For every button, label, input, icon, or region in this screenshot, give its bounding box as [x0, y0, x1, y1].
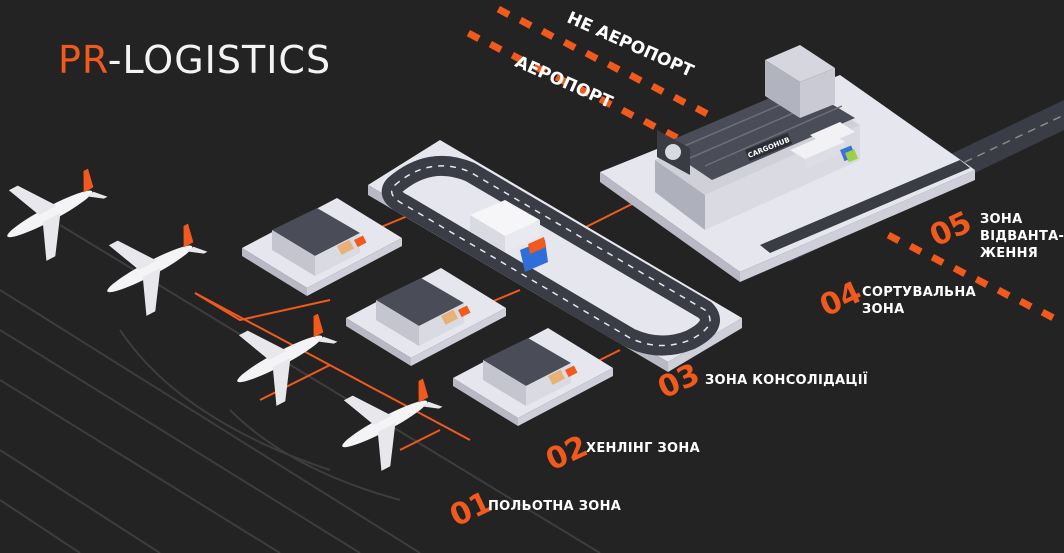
boundary-dash — [650, 83, 665, 95]
warehouse-icon — [242, 198, 402, 296]
boundary-dash — [672, 94, 687, 106]
boundary-dash — [532, 63, 547, 75]
boundary-dash — [576, 84, 591, 97]
warehouse-icon — [453, 328, 613, 426]
zone-05-label-line: ВІДВАНТА- — [980, 229, 1064, 244]
boundary-dash — [642, 118, 657, 130]
zone-03-label: ЗОНА КОНСОЛІДАЦІЇ — [705, 373, 869, 388]
boundary-dash — [974, 275, 989, 288]
zone-02-label: ХЕНЛІНГ ЗОНА — [586, 441, 700, 456]
boundary-dash — [562, 39, 577, 51]
boundary-dash — [996, 286, 1011, 299]
boundary-dash — [620, 106, 635, 119]
transit-track-platform — [368, 140, 742, 372]
warehouse-icon — [346, 268, 506, 366]
boundary-dash — [466, 30, 481, 42]
airplane-icon — [107, 223, 208, 316]
brand-logo-prefix: PR — [58, 38, 108, 82]
boundary-dash — [510, 52, 525, 64]
boundary-dash — [584, 50, 599, 62]
boundary-dash — [488, 41, 503, 53]
boundary-dash — [1040, 309, 1055, 321]
boundary-dash — [496, 6, 511, 18]
airplanes — [7, 168, 443, 471]
boundary-dash — [598, 96, 613, 108]
boundary-dash — [694, 105, 709, 117]
zone-04-label-line: СОРТУВАЛЬНА — [862, 285, 976, 300]
brand-logo: PR-LOGISTICS — [58, 38, 331, 82]
boundary-dash — [540, 28, 555, 40]
boundary-dash — [628, 71, 643, 84]
zone-04-label: СОРТУВАЛЬНА ЗОНА — [862, 284, 976, 318]
boundary-dash — [930, 253, 945, 266]
zone-04-label-line: ЗОНА — [862, 302, 905, 317]
truck-icon — [810, 122, 859, 163]
zone-05-label-line: ЗОНА — [980, 212, 1023, 227]
boundary-dashes — [466, 6, 1055, 321]
handling-warehouses — [242, 198, 613, 426]
boundary-dash — [664, 129, 679, 141]
boundary-dash — [518, 17, 533, 29]
truck-icon — [470, 200, 548, 272]
boundary-dash — [952, 265, 967, 277]
zone-01-label: ПОЛЬОТНА ЗОНА — [488, 499, 622, 514]
zone-05-label: ЗОНА ВІДВАНТА- ЖЕННЯ — [980, 211, 1064, 262]
airplane-icon — [7, 168, 108, 261]
boundary-dash — [886, 232, 901, 244]
brand-logo-suffix: -LOGISTICS — [107, 38, 332, 82]
airplane-icon — [342, 378, 443, 471]
boundary-dash — [554, 74, 569, 86]
airplane-icon — [237, 313, 338, 406]
zone-05-label-line: ЖЕННЯ — [980, 246, 1039, 261]
boundary-dash — [908, 242, 923, 255]
boundary-dash — [1018, 297, 1033, 310]
boundary-dash — [606, 61, 621, 73]
